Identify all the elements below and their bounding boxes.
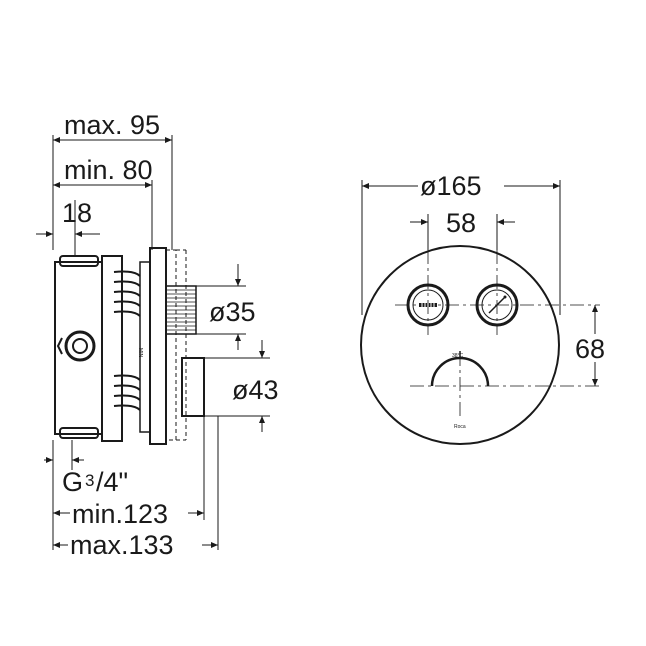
d68-label: 68: [575, 334, 605, 364]
dim-thread: G 3 /4": [44, 457, 128, 497]
thermostat-knob: 38°C: [430, 351, 490, 387]
d58-label: 58: [446, 208, 476, 238]
dim-58: 58: [410, 208, 515, 250]
d35-label: ø35: [209, 297, 256, 327]
valve-body: MIN: [54, 247, 187, 445]
d18-label: 18: [62, 198, 92, 228]
body-min-mark: MIN: [137, 348, 143, 358]
dim-max133: max.133: [53, 530, 218, 560]
temp-mark-label: 38°C: [452, 353, 464, 359]
dim-min123: min.123: [53, 498, 204, 529]
side-view: max. 95 min. 80 18: [36, 110, 279, 560]
dim-max95: max. 95: [53, 110, 172, 143]
thread-frac-num: 3: [85, 471, 94, 490]
min80-label: min. 80: [64, 155, 153, 185]
dim-68: 68: [574, 305, 614, 386]
d165-label: ø165: [420, 171, 482, 201]
faceplate: [360, 245, 560, 445]
dim-min80: min. 80: [53, 155, 153, 188]
dim-165: ø165: [361, 170, 561, 315]
spindle-43: ø43: [181, 340, 279, 432]
thread-frac-den: /4": [96, 467, 128, 497]
max133-label: max.133: [70, 530, 174, 560]
spindle-35: ø35: [165, 264, 256, 350]
body-ribs: [113, 270, 141, 411]
left-push-button: [406, 283, 450, 327]
dim-18: 18: [36, 198, 100, 237]
min123-label: min.123: [72, 499, 168, 529]
brand-label: Roca: [454, 424, 466, 430]
thread-g-label: G: [62, 467, 83, 497]
front-view: ø165 58: [360, 170, 614, 445]
right-push-button: [475, 283, 519, 327]
d43-label: ø43: [232, 375, 279, 405]
max95-label: max. 95: [64, 110, 160, 140]
